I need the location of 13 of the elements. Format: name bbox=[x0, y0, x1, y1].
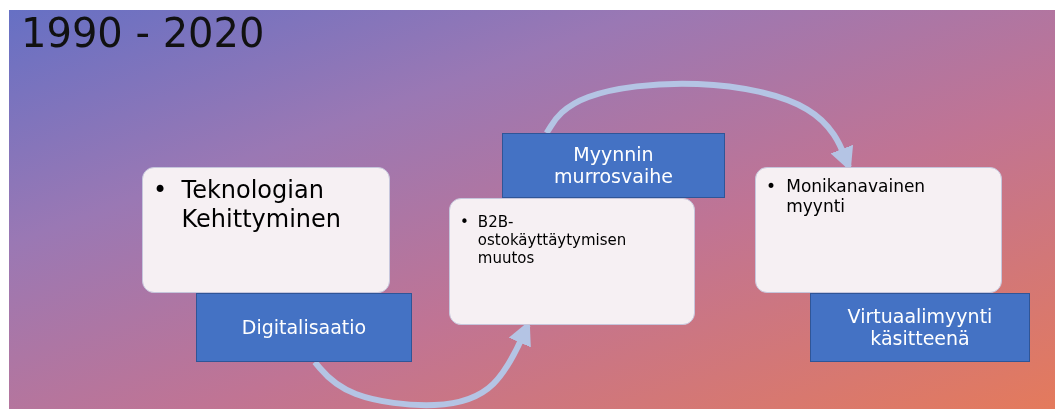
title: 1990 - 2020 bbox=[21, 10, 265, 56]
content-card bbox=[142, 167, 390, 293]
content-card bbox=[449, 198, 695, 325]
label-box: Digitalisaatio bbox=[196, 293, 412, 362]
bullet-text: Teknologian Kehittyminen bbox=[181, 176, 342, 234]
label-box: Myynnin murrosvaihe bbox=[502, 133, 725, 198]
bullet-text: B2B-ostokäyttäytymisen muutos bbox=[477, 213, 628, 267]
bullet-mark: • bbox=[153, 176, 168, 205]
content-card bbox=[755, 167, 1002, 293]
bullet-mark: • bbox=[460, 213, 469, 231]
bullet-text: Monikanavainen myynti bbox=[786, 176, 927, 217]
label-box: Virtuaalimyynti käsitteenä bbox=[810, 293, 1030, 362]
bullet-mark: • bbox=[766, 176, 777, 197]
